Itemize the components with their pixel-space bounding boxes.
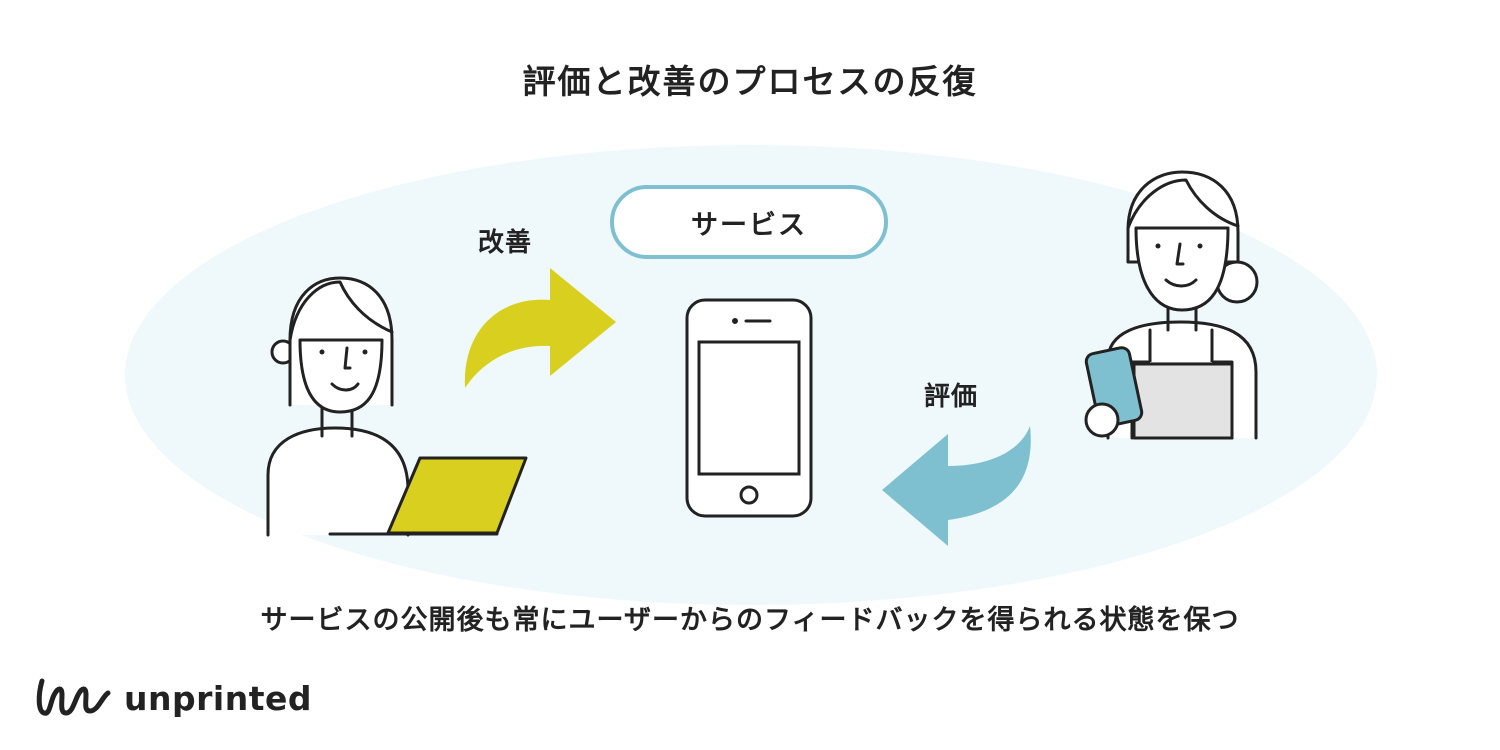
brand-name: unprinted — [124, 678, 312, 718]
brand-logo: unprinted — [36, 668, 312, 728]
improve-arrow-icon — [464, 268, 616, 388]
brand-mark-icon — [36, 678, 111, 716]
smartphone-icon — [685, 298, 813, 518]
evaluate-arrow-icon — [882, 426, 1031, 546]
diagram-title: 評価と改善のプロセスの反復 — [522, 62, 978, 101]
improve-label: 改善 — [478, 228, 533, 258]
user-with-phone-icon — [1084, 170, 1259, 440]
diagram-caption: サービスの公開後も常にユーザーからのフィードバックを得られる状態を保つ — [260, 605, 1240, 636]
evaluate-label: 評価 — [924, 382, 979, 412]
service-label: サービス — [691, 209, 807, 241]
developer-with-laptop-icon — [266, 276, 528, 537]
service-label-pill: サービス — [610, 185, 888, 259]
